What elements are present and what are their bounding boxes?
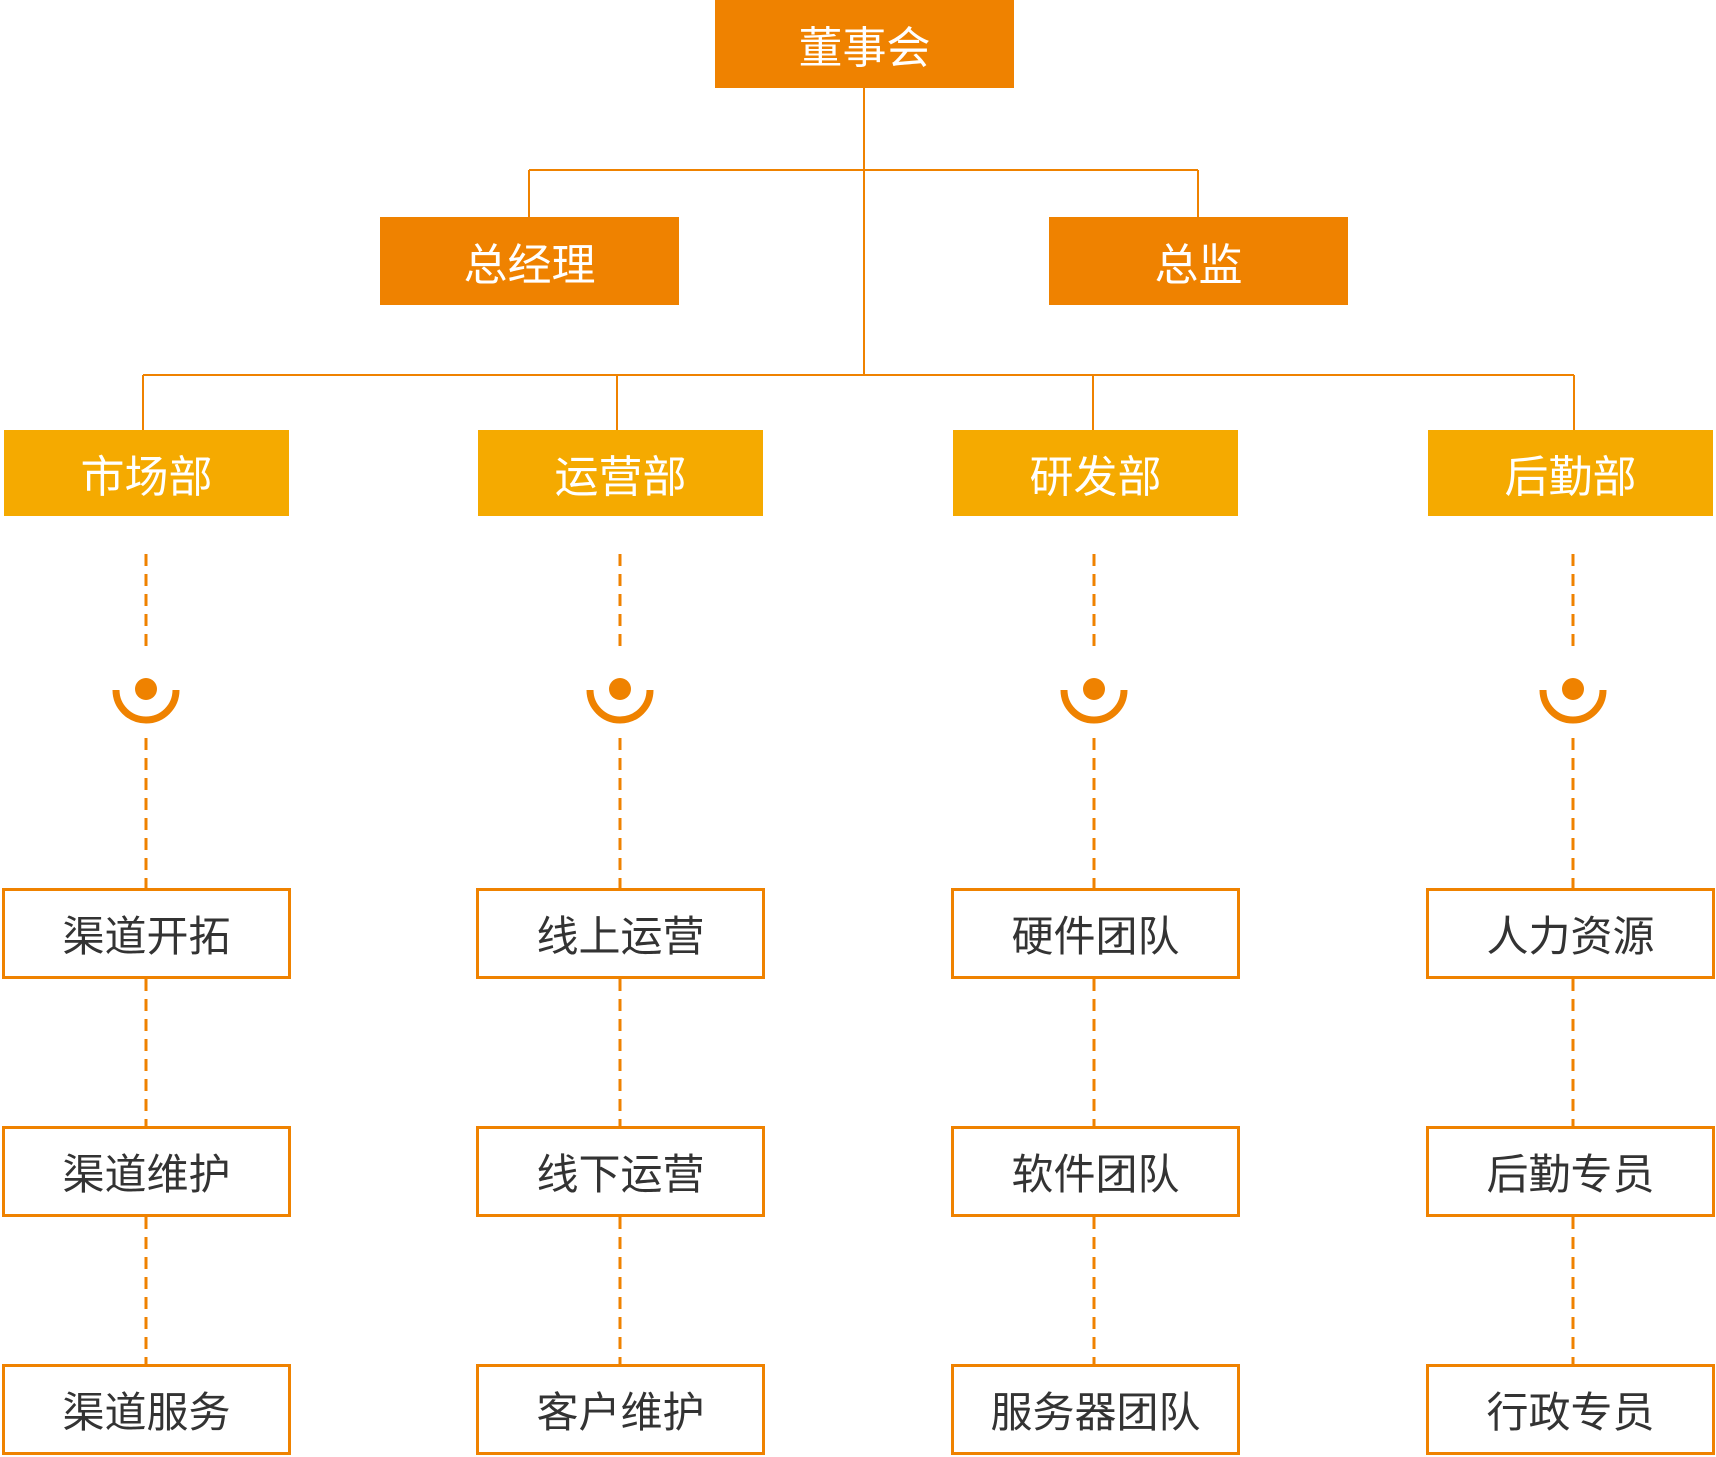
unit-label: 线上运营 xyxy=(536,912,705,961)
board-label: 董事会 xyxy=(798,23,931,74)
person-icon xyxy=(586,678,654,724)
unit-box: 后勤专员 xyxy=(1426,1126,1715,1217)
unit-label: 软件团队 xyxy=(1011,1150,1180,1199)
unit-box: 渠道服务 xyxy=(2,1364,291,1455)
person-icon xyxy=(112,678,180,724)
unit-label: 硬件团队 xyxy=(1011,912,1180,961)
department-label: 市场部 xyxy=(80,452,213,503)
unit-label: 服务器团队 xyxy=(990,1388,1201,1437)
department-label: 运营部 xyxy=(554,452,687,503)
unit-box: 线下运营 xyxy=(476,1126,765,1217)
director-box: 总监 xyxy=(1049,217,1348,305)
unit-label: 线下运营 xyxy=(536,1150,705,1199)
unit-label: 行政专员 xyxy=(1486,1388,1655,1437)
board-box: 董事会 xyxy=(715,0,1014,88)
unit-label: 后勤专员 xyxy=(1486,1150,1655,1199)
general-manager-label: 总经理 xyxy=(463,240,596,291)
unit-label: 渠道维护 xyxy=(62,1150,231,1199)
person-icon xyxy=(1060,678,1128,724)
unit-label: 客户维护 xyxy=(536,1388,705,1437)
unit-box: 硬件团队 xyxy=(951,888,1240,979)
department-label: 后勤部 xyxy=(1504,452,1637,503)
unit-box: 渠道维护 xyxy=(2,1126,291,1217)
exec-to-dept-connector xyxy=(142,170,1575,430)
unit-label: 渠道服务 xyxy=(62,1388,231,1437)
unit-box: 服务器团队 xyxy=(951,1364,1240,1455)
unit-label: 人力资源 xyxy=(1486,912,1655,961)
department-marketing-box: 市场部 xyxy=(4,430,289,516)
unit-label: 渠道开拓 xyxy=(62,912,231,961)
unit-box: 线上运营 xyxy=(476,888,765,979)
unit-box: 客户维护 xyxy=(476,1364,765,1455)
department-label: 研发部 xyxy=(1029,452,1162,503)
person-icon xyxy=(1539,678,1607,724)
general-manager-box: 总经理 xyxy=(380,217,679,305)
unit-box: 软件团队 xyxy=(951,1126,1240,1217)
unit-box: 渠道开拓 xyxy=(2,888,291,979)
department-logistics-box: 后勤部 xyxy=(1428,430,1713,516)
department-operations-box: 运营部 xyxy=(478,430,763,516)
unit-box: 人力资源 xyxy=(1426,888,1715,979)
director-label: 总监 xyxy=(1154,240,1243,291)
unit-box: 行政专员 xyxy=(1426,1364,1715,1455)
department-rnd-box: 研发部 xyxy=(953,430,1238,516)
